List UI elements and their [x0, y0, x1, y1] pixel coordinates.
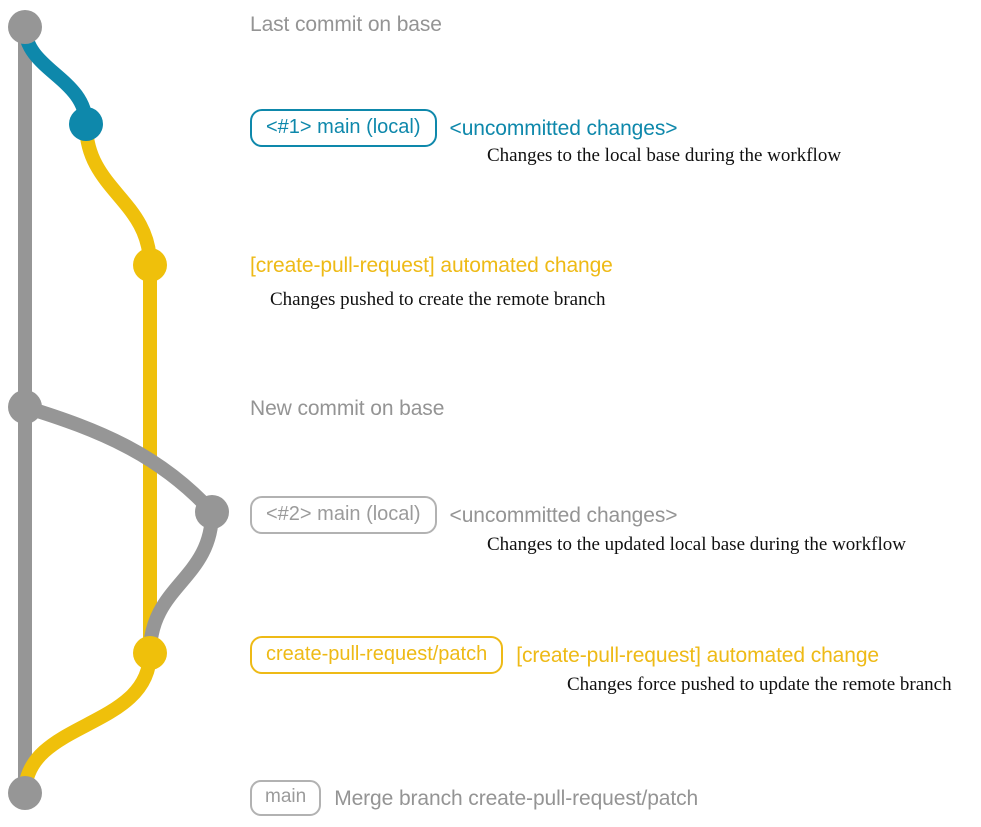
commit-row-automated-change-2: create-pull-request/patch [create-pull-r… — [250, 636, 879, 674]
commit-row-new-commit-on-base: New commit on base — [250, 396, 444, 421]
branch-badge-main[interactable]: main — [250, 780, 322, 816]
node-local-main-2[interactable] — [195, 495, 229, 529]
commit-message: Last commit on base — [250, 13, 442, 36]
commit-message: New commit on base — [250, 397, 445, 420]
branch-badge-create-pull-request-patch[interactable]: create-pull-request/patch — [250, 636, 504, 674]
node-last-commit-on-base[interactable] — [8, 10, 42, 44]
node-automated-change-2[interactable] — [133, 636, 167, 670]
commit-message: Merge branch create-pull-request/patch — [334, 786, 699, 810]
commit-row-local-main-2: <#2> main (local) <uncommitted changes> — [250, 496, 678, 534]
commit-message: [create-pull-request] automated change — [516, 643, 879, 667]
branch-badge-local-main-1[interactable]: <#1> main (local) — [250, 109, 437, 147]
commit-description-automated-change-2: Changes force pushed to update the remot… — [567, 674, 952, 695]
node-automated-change-1[interactable] — [133, 248, 167, 282]
node-new-commit-on-base[interactable] — [8, 390, 42, 424]
commit-message: <uncommitted changes> — [449, 503, 678, 527]
commit-description-local-main-1: Changes to the local base during the wor… — [487, 145, 842, 166]
branch-badge-local-main-2[interactable]: <#2> main (local) — [250, 496, 437, 534]
commit-message: <uncommitted changes> — [449, 116, 678, 140]
edge-local-main-1-to-patch-1 — [79, 117, 157, 272]
commit-description-local-main-2: Changes to the updated local base during… — [487, 534, 906, 555]
commit-row-automated-change-1: [create-pull-request] automated change — [250, 253, 613, 278]
edge-local-main-2-to-patch-2 — [143, 505, 219, 660]
node-merge-commit[interactable] — [8, 776, 42, 810]
node-local-main-1[interactable] — [69, 107, 103, 141]
commit-row-last-commit-on-base: Last commit on base — [250, 12, 442, 37]
edge-patch-2-to-merge — [18, 646, 157, 800]
commit-row-merge-commit: main Merge branch create-pull-request/pa… — [250, 780, 698, 816]
edge-base-to-local-main-2 — [18, 400, 219, 519]
commit-graph — [8, 10, 229, 810]
edge-base-to-local-main-1 — [18, 20, 93, 131]
commit-description-automated-change-1: Changes pushed to create the remote bran… — [270, 289, 606, 310]
commit-row-local-main-1: <#1> main (local) <uncommitted changes> — [250, 109, 678, 147]
commit-message: [create-pull-request] automated change — [250, 254, 613, 277]
